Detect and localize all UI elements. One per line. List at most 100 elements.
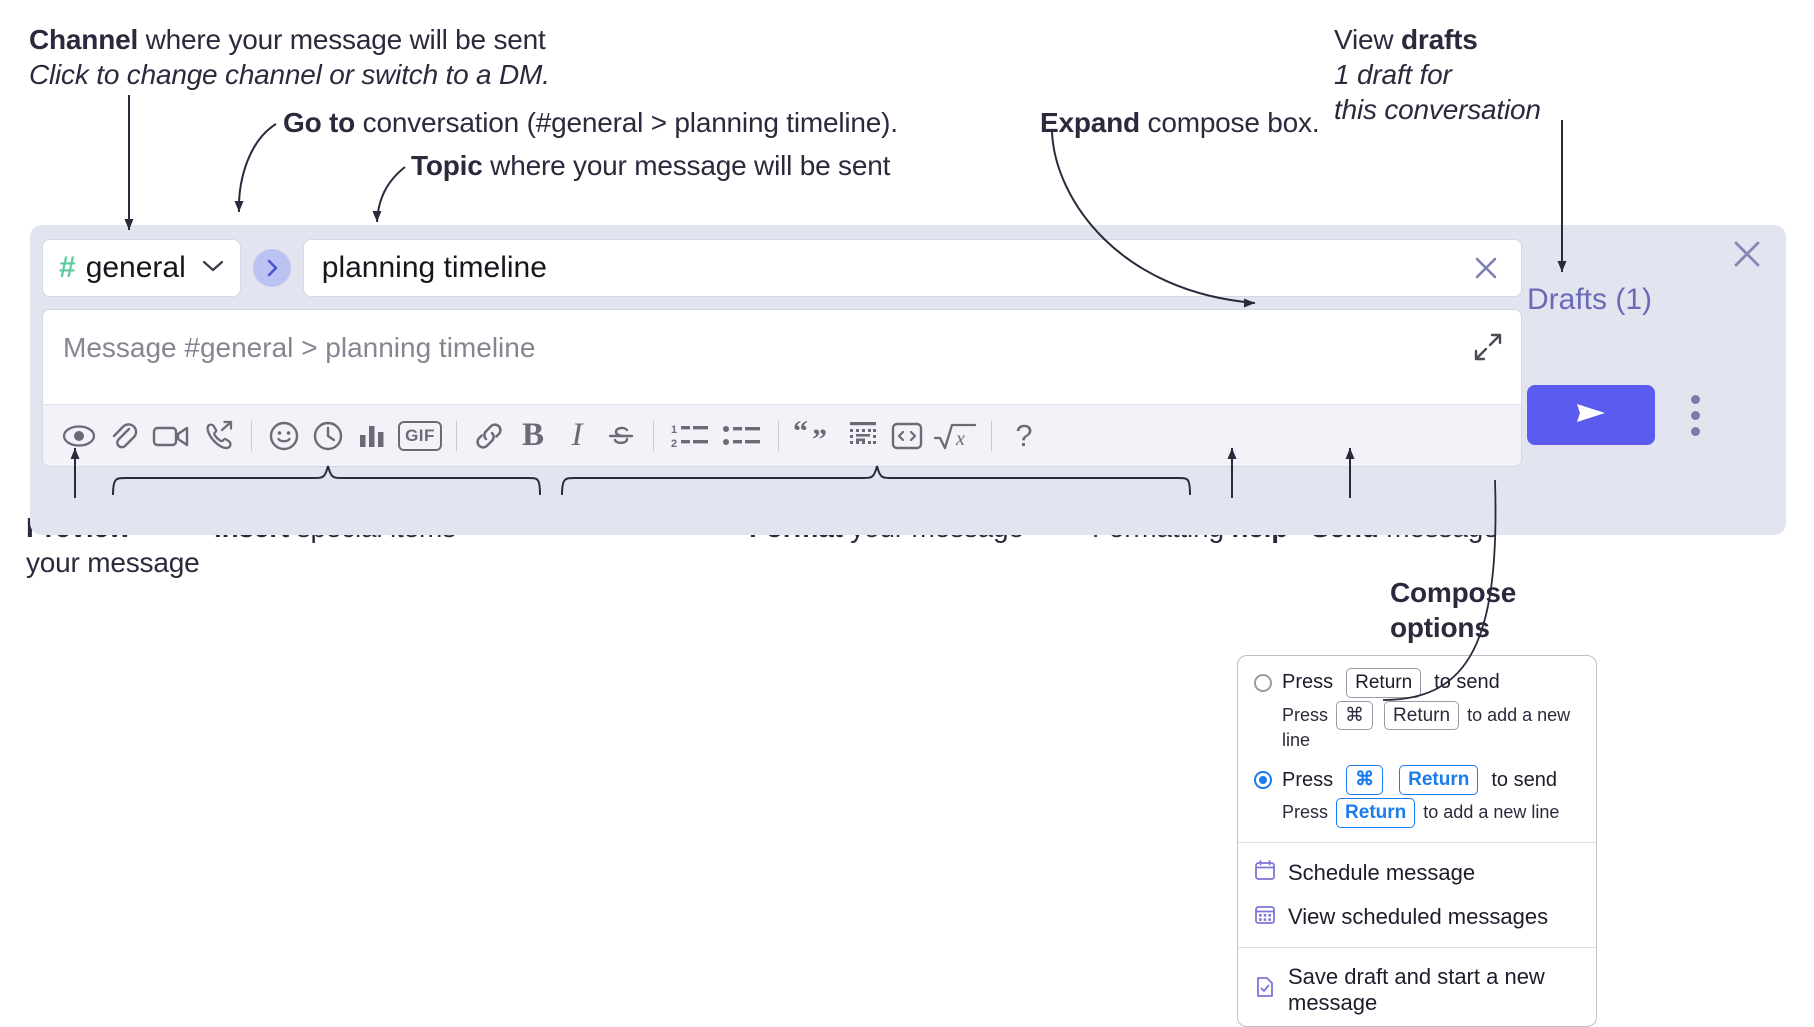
video-camera-icon[interactable] [145, 414, 197, 458]
svg-text:“: “ [793, 421, 808, 448]
toolbar-separator [251, 420, 252, 451]
annotation-compose-options-line1: Compose [1390, 577, 1517, 608]
svg-text:x: x [955, 428, 965, 450]
menu-divider [1238, 841, 1596, 843]
key-command: ⌘ [1346, 765, 1384, 795]
phone-forward-icon[interactable] [197, 414, 241, 458]
menu-item-label: Schedule message [1288, 859, 1476, 885]
sub-prefix: Press [1282, 704, 1329, 725]
goto-conversation-button[interactable] [252, 249, 291, 287]
link-icon[interactable] [467, 414, 511, 458]
calendar-schedule-icon [1254, 859, 1276, 887]
bulleted-list-icon[interactable] [716, 414, 768, 458]
annotation-topic: Topic where your message will be sent [411, 148, 890, 183]
annotation-channel: Channel where your message will be sent … [29, 22, 550, 92]
clock-icon[interactable] [306, 414, 350, 458]
help-question-icon[interactable]: ? [1002, 414, 1046, 458]
inline-code-icon[interactable] [885, 414, 929, 458]
channel-name: general [85, 251, 186, 284]
strikethrough-icon[interactable] [599, 414, 643, 458]
calendar-grid-icon [1254, 903, 1276, 931]
sub-suffix: to add a new line [1423, 801, 1560, 822]
hash-icon: # [59, 251, 76, 284]
annotation-drafts: View drafts 1 draft for this conversatio… [1334, 22, 1541, 127]
annotation-goto-rest: conversation (#general > planning timeli… [355, 107, 898, 138]
save-draft-icon [1254, 976, 1276, 1004]
gif-icon[interactable]: GIF [394, 414, 446, 458]
menu-item-view-scheduled-messages[interactable]: View scheduled messages [1238, 895, 1596, 939]
formatting-toolbar: GIF B I [43, 404, 1521, 466]
annotation-goto: Go to conversation (#general > planning … [283, 105, 898, 140]
annotation-drafts-italic-2: this conversation [1334, 94, 1541, 125]
bold-label: B [521, 417, 544, 453]
code-block-icon[interactable] [841, 414, 885, 458]
preview-icon[interactable] [57, 414, 101, 458]
annotation-drafts-italic-1: 1 draft for [1334, 59, 1452, 90]
close-icon[interactable] [1469, 251, 1503, 285]
compose-inner: # general planning timeline Message #gen… [42, 239, 1522, 467]
send-button[interactable] [1527, 385, 1655, 445]
key-return: Return [1346, 668, 1422, 698]
toolbar-separator [991, 420, 992, 451]
annotation-channel-italic: Click to change channel or switch to a D… [29, 59, 550, 90]
chevron-right-icon [264, 258, 280, 278]
message-input-area[interactable]: Message #general > planning timeline [42, 309, 1522, 467]
annotation-channel-rest: where your message will be sent [138, 24, 546, 55]
radio-option-suffix: to send [1434, 671, 1500, 694]
radio-option-sub-1: Press ⌘ Return to add a new line [1238, 700, 1596, 758]
sub-prefix: Press [1282, 801, 1329, 822]
bold-icon[interactable]: B [511, 414, 555, 458]
radio-option-prefix: Press [1282, 671, 1334, 694]
expand-icon[interactable] [1473, 332, 1503, 367]
emoji-icon[interactable] [262, 414, 306, 458]
italic-icon[interactable]: I [555, 414, 599, 458]
annotation-topic-rest: where your message will be sent [482, 150, 891, 181]
latex-sqrt-icon[interactable]: x [929, 414, 981, 458]
chevron-down-icon [202, 259, 224, 278]
attachment-icon[interactable] [101, 414, 145, 458]
radio-option-cmd-return-to-send[interactable]: Press ⌘ Return to send [1238, 763, 1596, 797]
key-return: Return [1384, 700, 1460, 731]
more-options-vertical-icon[interactable] [1680, 390, 1710, 440]
send-paper-plane-icon [1568, 396, 1614, 435]
annotation-compose-options-line2: options [1390, 612, 1490, 643]
menu-item-save-draft[interactable]: Save draft and start a new message [1238, 956, 1596, 1024]
annotation-drafts-bold: drafts [1400, 24, 1478, 55]
radio-option-suffix: to send [1491, 768, 1557, 791]
annotation-preview-line2: your message [26, 547, 200, 578]
annotation-expand-bold: Expand [1040, 107, 1140, 138]
radio-option-return-to-send[interactable]: Press Return to send [1238, 666, 1596, 700]
topic-value: planning timeline [321, 251, 547, 284]
toolbar-separator [456, 420, 457, 451]
sub-suffix: to add a new line [1282, 704, 1571, 751]
menu-item-label: Save draft and start a new message [1288, 963, 1545, 1015]
annotation-topic-bold: Topic [411, 150, 483, 181]
compose-header-row: # general planning timeline [42, 239, 1522, 297]
gif-label: GIF [398, 420, 442, 451]
menu-divider [1238, 946, 1596, 948]
radio-option-sub-2: Press Return to add a new line [1238, 797, 1596, 834]
key-return: Return [1336, 797, 1416, 828]
radio-button[interactable] [1254, 771, 1272, 790]
annotation-drafts-pre: View [1334, 24, 1401, 55]
key-command: ⌘ [1336, 700, 1374, 731]
poll-bar-chart-icon[interactable] [350, 414, 394, 458]
message-placeholder: Message #general > planning timeline [63, 332, 536, 363]
close-icon[interactable] [1730, 237, 1764, 276]
blockquote-icon[interactable]: “” [789, 414, 841, 458]
annotation-goto-bold: Go to [283, 107, 356, 138]
compose-widget: # general planning timeline Message #gen… [30, 225, 1786, 535]
drafts-link[interactable]: Drafts (1) [1527, 283, 1653, 316]
svg-text:2: 2 [671, 438, 677, 450]
svg-text:”: ” [812, 423, 827, 451]
menu-item-schedule-message[interactable]: Schedule message [1238, 851, 1596, 895]
radio-option-prefix: Press [1282, 768, 1334, 791]
annotation-channel-bold: Channel [29, 24, 139, 55]
topic-input[interactable]: planning timeline [302, 239, 1522, 297]
italic-label: I [571, 417, 583, 453]
toolbar-separator [778, 420, 779, 451]
radio-button[interactable] [1254, 673, 1272, 692]
help-label: ? [1015, 418, 1033, 453]
channel-selector[interactable]: # general [42, 239, 241, 297]
